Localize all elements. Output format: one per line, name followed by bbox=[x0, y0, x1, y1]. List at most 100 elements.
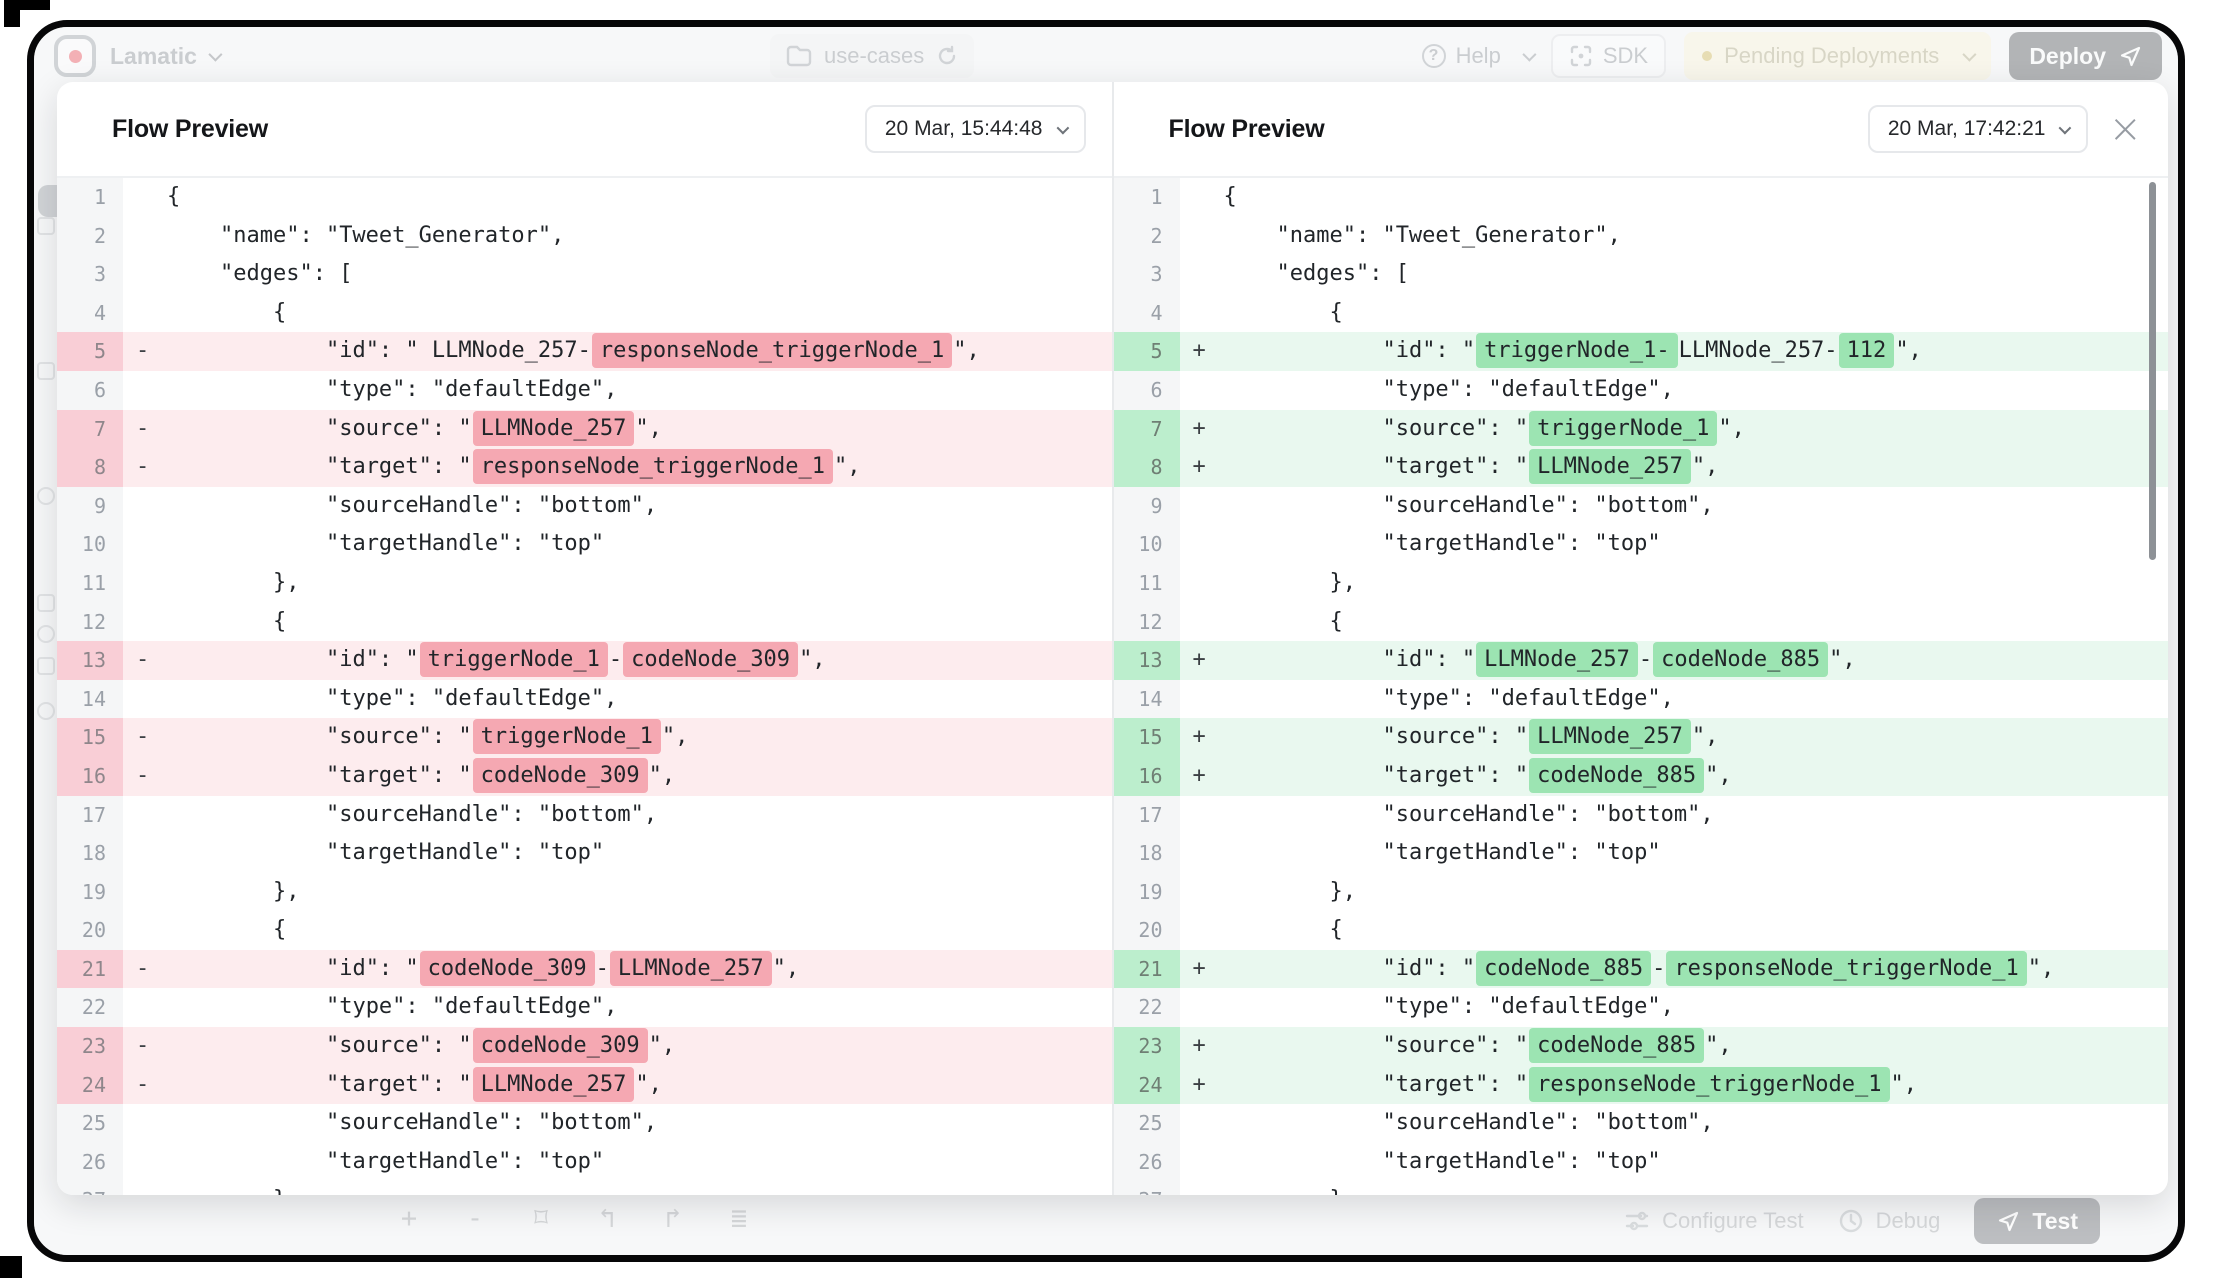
code-line: 21+ "id": "codeNode_885-responseNode_tri… bbox=[1113, 949, 2168, 989]
code-text: }, bbox=[272, 569, 300, 595]
scrollbar-thumb[interactable] bbox=[2149, 182, 2156, 560]
line-number: 19 bbox=[1113, 872, 1180, 912]
diff-word-highlight: triggerNode_1 bbox=[472, 719, 661, 755]
line-number: 8 bbox=[57, 448, 123, 487]
line-number: 11 bbox=[57, 563, 123, 603]
code-text: "type": "defaultEdge", bbox=[325, 376, 618, 402]
line-number: 3 bbox=[1113, 255, 1180, 294]
app-window: Lamatic use-cases ? Help SDK Pending Dep… bbox=[27, 20, 2185, 1262]
version-timestamp-dropdown[interactable]: 20 Mar, 15:44:48 bbox=[864, 105, 1086, 153]
line-number: 10 bbox=[1113, 525, 1180, 564]
line-number: 24 bbox=[1113, 1065, 1180, 1105]
line-number: 14 bbox=[57, 679, 123, 719]
code-line: 7+ "source": "triggerNode_1", bbox=[1113, 409, 2168, 449]
removed-sign: - bbox=[136, 454, 150, 480]
code-line: 3 "edges": [ bbox=[1113, 255, 2169, 294]
diff-word-highlight: codeNode_885 bbox=[1476, 950, 1652, 986]
line-number: 27 bbox=[1113, 1181, 1180, 1195]
code-text: - "target": "codeNode_309", bbox=[123, 756, 1112, 796]
code-text: "sourceHandle": "bottom", bbox=[325, 801, 658, 827]
line-number: 26 bbox=[1113, 1142, 1180, 1182]
code-text: - "id": "codeNode_309-LLMNode_257", bbox=[123, 949, 1112, 989]
code-line: 16+ "target": "codeNode_885", bbox=[1113, 756, 2168, 796]
code-line: 17 "sourceHandle": "bottom", bbox=[57, 795, 1112, 835]
line-number: 21 bbox=[57, 949, 123, 989]
panel-title: Flow Preview bbox=[112, 114, 268, 143]
code-line: 26 "targetHandle": "top" bbox=[1113, 1142, 2169, 1182]
close-icon[interactable]: × bbox=[2108, 106, 2142, 152]
code-text: + "target": "responseNode_triggerNode_1"… bbox=[1179, 1065, 2168, 1105]
code-text: "targetHandle": "top" bbox=[325, 531, 605, 557]
line-number: 19 bbox=[57, 872, 123, 912]
code-line: 13+ "id": "LLMNode_257-codeNode_885", bbox=[1113, 641, 2168, 680]
code-line: 7- "source": "LLMNode_257", bbox=[57, 409, 1112, 449]
code-line: 22 "type": "defaultEdge", bbox=[57, 988, 1112, 1028]
panel-divider bbox=[1111, 82, 1114, 1195]
diff-word-highlight: responseNode_triggerNode_1 bbox=[1666, 950, 2027, 986]
screenshot-corner-artifact bbox=[4, 0, 50, 10]
line-number: 7 bbox=[57, 409, 123, 449]
code-text: "targetHandle": "top" bbox=[1382, 531, 1661, 557]
diff-word-highlight: triggerNode_1- bbox=[1476, 333, 1678, 369]
code-area[interactable]: 1{2 "name": "Tweet_Generator",3 "edges":… bbox=[57, 178, 1112, 1195]
code-text: "sourceHandle": "bottom", bbox=[325, 1110, 658, 1136]
code-line: 8- "target": "responseNode_triggerNode_1… bbox=[57, 448, 1112, 487]
code-line: 17 "sourceHandle": "bottom", bbox=[1113, 795, 2169, 835]
code-line: 6 "type": "defaultEdge", bbox=[1113, 370, 2169, 410]
line-number: 15 bbox=[57, 718, 123, 757]
code-text: "edges": [ bbox=[219, 261, 353, 287]
code-text: "type": "defaultEdge", bbox=[325, 994, 618, 1020]
line-number: 8 bbox=[1113, 448, 1180, 487]
code-text: - "source": "triggerNode_1", bbox=[123, 718, 1112, 757]
version-timestamp-dropdown[interactable]: 20 Mar, 17:42:21 bbox=[1867, 105, 2089, 153]
line-number: 3 bbox=[57, 255, 123, 294]
code-line: 13- "id": "triggerNode_1-codeNode_309", bbox=[57, 641, 1112, 680]
code-text: + "id": "codeNode_885-responseNode_trigg… bbox=[1179, 949, 2168, 989]
line-number: 13 bbox=[57, 641, 123, 680]
code-text: "name": "Tweet_Generator", bbox=[1276, 222, 1621, 248]
code-text: "edges": [ bbox=[1276, 261, 1409, 287]
chevron-down-icon bbox=[1056, 121, 1069, 134]
diff-word-highlight: codeNode_885 bbox=[1653, 642, 1829, 678]
code-text: - "source": "codeNode_309", bbox=[123, 1027, 1112, 1066]
code-line: 15- "source": "triggerNode_1", bbox=[57, 718, 1112, 757]
line-number: 9 bbox=[57, 486, 123, 526]
diff-word-highlight: codeNode_885 bbox=[1529, 757, 1705, 793]
code-line: 27 }, bbox=[1113, 1181, 2169, 1195]
code-text: { bbox=[1329, 917, 1343, 943]
code-text: "name": "Tweet_Generator", bbox=[219, 222, 565, 248]
code-text: "type": "defaultEdge", bbox=[1382, 994, 1674, 1020]
code-area[interactable]: 1{2 "name": "Tweet_Generator",3 "edges":… bbox=[1113, 178, 2169, 1195]
flow-preview-panel-old: Flow Preview 20 Mar, 15:44:48 1{2 "name"… bbox=[57, 82, 1112, 1195]
added-sign: + bbox=[1192, 762, 1206, 788]
code-line: 20 { bbox=[1113, 911, 2169, 950]
code-line: 21- "id": "codeNode_309-LLMNode_257", bbox=[57, 949, 1112, 989]
code-line: 4 { bbox=[1113, 293, 2169, 333]
code-line: 10 "targetHandle": "top" bbox=[1113, 525, 2169, 564]
line-number: 9 bbox=[1113, 486, 1180, 526]
removed-sign: - bbox=[136, 724, 150, 750]
line-number: 17 bbox=[57, 795, 123, 835]
code-text: { bbox=[272, 299, 287, 325]
line-number: 24 bbox=[57, 1065, 123, 1105]
diff-word-highlight: codeNode_309 bbox=[419, 950, 595, 986]
removed-sign: - bbox=[136, 1033, 150, 1059]
code-text: + "id": "triggerNode_1-LLMNode_257-112", bbox=[1179, 332, 2168, 371]
code-line: 6 "type": "defaultEdge", bbox=[57, 370, 1112, 410]
code-line: 1{ bbox=[1113, 178, 2169, 217]
panel-header: Flow Preview 20 Mar, 15:44:48 bbox=[57, 82, 1112, 178]
code-line: 19 }, bbox=[1113, 872, 2169, 912]
code-line: 2 "name": "Tweet_Generator", bbox=[1113, 216, 2169, 256]
line-number: 25 bbox=[57, 1104, 123, 1143]
line-number: 5 bbox=[1113, 332, 1180, 371]
line-number: 15 bbox=[1113, 718, 1180, 757]
line-number: 10 bbox=[57, 525, 123, 564]
code-line: 4 { bbox=[57, 293, 1112, 333]
code-text: + "target": "LLMNode_257", bbox=[1179, 448, 2168, 487]
chevron-down-icon bbox=[2059, 121, 2072, 134]
removed-sign: - bbox=[136, 338, 150, 364]
code-line: 14 "type": "defaultEdge", bbox=[1113, 679, 2169, 719]
code-line: 23- "source": "codeNode_309", bbox=[57, 1027, 1112, 1066]
removed-sign: - bbox=[136, 1071, 150, 1097]
